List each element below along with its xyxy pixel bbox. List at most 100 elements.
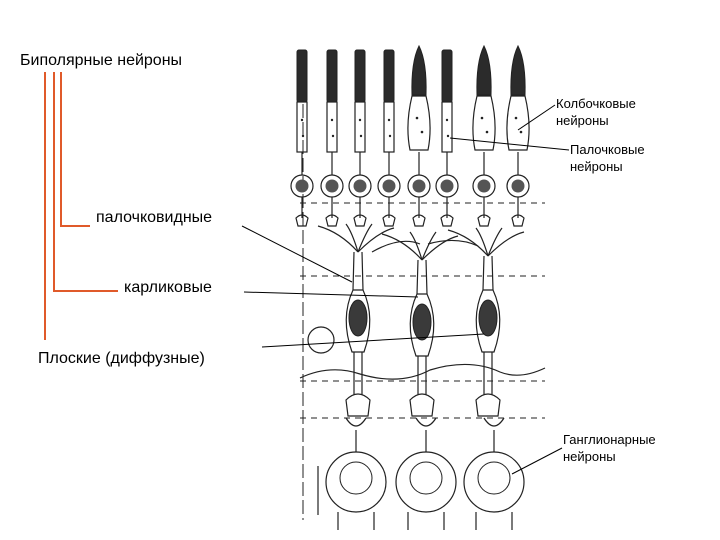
bipolar-process [482,255,494,291]
bracket-line-rod-like [60,72,90,227]
horizontal-process [371,239,479,253]
ganglion-cell-body [325,451,387,513]
bipolar-dendrite [381,233,423,261]
ganglion-nucleus [409,461,443,495]
rod-inner-segment [326,101,338,153]
bipolar-dendrite [317,225,359,253]
bipolar-dendrite [345,223,359,253]
inner-granule [388,134,392,138]
bipolar-neurons-title: Биполярные нейроны [20,52,183,69]
ganglion-nucleus [477,461,511,495]
pointer-ganglion-neurons [511,447,563,475]
ganglion-cell-body [463,451,525,513]
retina-cell-illustration [290,44,546,530]
rod-annotation-line1: Палочковые [570,142,645,157]
bipolar-synapse [409,393,435,417]
inner-granule [519,130,523,134]
cone-annotation-line1: Колбочковые [556,96,636,111]
inner-granule [480,116,484,120]
midget-bipolar-label: карликовые [124,279,212,296]
receptor-nucleus-core [295,179,309,193]
rod-outer-segment [354,49,366,103]
inner-granule [300,118,304,122]
bracket-line-midget [53,72,118,292]
pointer-flat [261,333,485,348]
inner-granule [514,116,518,120]
inner-granule [330,118,334,122]
bipolar-dendrite [421,235,459,261]
flat-bipolar-label: Плоские (диффузные) [38,350,205,367]
pointer-lines [241,104,570,475]
pointer-rod-like [241,225,353,283]
bipolar-dendrite [447,229,489,257]
inner-granule [420,130,424,134]
cone-inner-segment [506,95,530,151]
bipolar-axon [417,356,427,395]
ganglion-dendrites [483,417,505,452]
rod-outer-segment [441,49,453,103]
bipolar-cell-body [409,293,435,357]
amacrine-cell [307,326,335,354]
bipolar-dendrite [357,227,395,253]
bipolar-bracket [44,72,118,340]
receptor-nucleus-core [477,179,491,193]
receptor-nucleus-core [382,179,396,193]
bipolar-dendrite [357,223,373,253]
inner-granule [331,134,335,138]
inner-granule [445,118,449,122]
rod-annotation-line2: нейроны [570,159,623,174]
bipolar-nucleus [478,299,498,337]
inner-granule [301,134,305,138]
ganglion-nucleus [339,461,373,495]
bipolar-process [416,259,428,295]
receptor-nucleus-core [412,179,426,193]
cone-outer-segment [411,44,427,96]
cone-outer-segment [476,44,492,96]
bipolar-nucleus [348,299,368,337]
rod-inner-segment [296,101,308,153]
receptor-terminal [477,214,491,227]
rod-neurons-annotation: Палочковые нейроны [570,141,645,175]
bipolar-axon [353,352,363,395]
rod-inner-segment [354,101,366,153]
rod-inner-segment [383,101,395,153]
bipolar-dendrite [475,227,489,257]
bipolar-cell-body [345,289,371,353]
inner-granule [415,116,419,120]
rod-outer-segment [326,49,338,103]
cone-inner-segment [472,95,496,151]
receptor-terminal [325,214,339,227]
inner-granule [387,118,391,122]
cone-neurons-annotation: Колбочковые нейроны [556,95,636,129]
rod-outer-segment [383,49,395,103]
inner-granule [359,134,363,138]
receptor-terminal [412,214,426,227]
ganglion-annotation-line1: Ганглионарные [563,432,656,447]
rod-inner-segment [441,101,453,153]
receptor-nucleus-core [440,179,454,193]
amacrine-process [299,363,546,380]
rod-outer-segment [296,49,308,103]
bipolar-synapse [475,393,501,417]
ganglion-neurons-annotation: Ганглионарные нейроны [563,431,656,465]
ganglion-annotation-line2: нейроны [563,449,616,464]
bipolar-dendrite [487,227,503,257]
receptor-nucleus-core [325,179,339,193]
bipolar-nucleus [412,303,432,341]
cone-outer-segment [510,44,526,96]
receptor-terminal [511,214,525,227]
cone-inner-segment [407,95,431,151]
pointer-cone-neurons [517,104,556,131]
bipolar-synapse [345,393,371,417]
pointer-midget [243,291,419,298]
receptor-nucleus-core [353,179,367,193]
receptor-terminal [353,214,367,227]
ganglion-dendrites [345,417,367,452]
ganglion-dendrites [415,417,437,452]
bipolar-axon [483,352,493,395]
bipolar-dendrite [421,231,437,261]
inner-granule [485,130,489,134]
bipolar-process [352,251,364,291]
pointer-rod-neurons [449,137,570,151]
